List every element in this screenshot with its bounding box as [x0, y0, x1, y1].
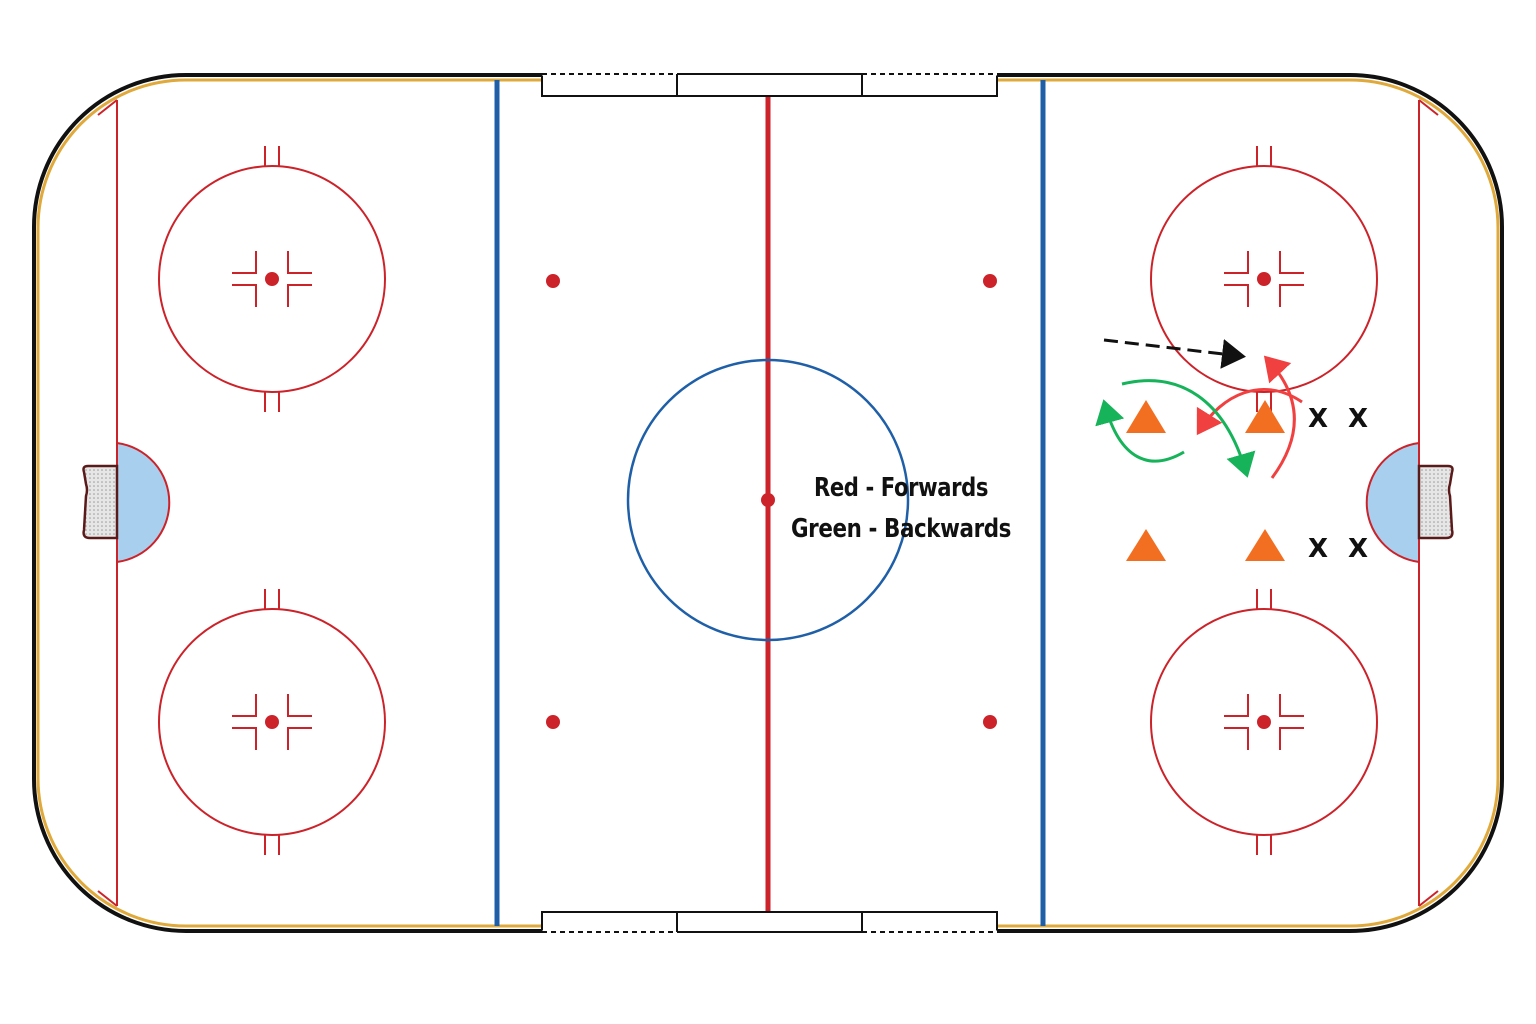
faceoff-circle-left-top [158, 146, 386, 412]
cone-1 [1126, 400, 1166, 433]
neutral-dot-top-left [546, 274, 560, 288]
legend-backwards: Green - Backwards [791, 514, 1011, 544]
faceoff-dot [1257, 715, 1271, 729]
faceoff-circle-right-top [1150, 146, 1378, 412]
cone-2 [1245, 400, 1285, 433]
center-ice-dot [761, 493, 775, 507]
legend-forwards: Red - Forwards [814, 473, 988, 503]
faceoff-dot [265, 715, 279, 729]
left-goal-line-corner-bottom [97, 890, 118, 907]
cone-3 [1126, 529, 1166, 561]
right-goal-net [1417, 464, 1454, 540]
player-marker: X [1348, 404, 1368, 434]
right-goal-crease [1365, 441, 1420, 564]
right-goal-line-corner-top [1418, 99, 1439, 116]
center-ice-circle [626, 358, 910, 642]
faceoff-circle-left-bottom [158, 589, 386, 855]
faceoff-circles [158, 146, 1378, 855]
faceoff-dot [265, 272, 279, 286]
neutral-dot-bottom-right [983, 715, 997, 729]
right-goal-line-corner-bottom [1418, 890, 1439, 907]
neutral-dot-top-right [983, 274, 997, 288]
bottom-benches [541, 911, 998, 934]
left-goal-line-corner-top [97, 99, 118, 116]
left-goal-net [82, 464, 119, 540]
forwards-path-red [1263, 355, 1296, 479]
faceoff-dot [1257, 272, 1271, 286]
backwards-path-green-2 [1095, 399, 1185, 463]
top-benches [541, 72, 998, 97]
player-marker: X [1308, 534, 1328, 564]
player-marker: X [1308, 404, 1328, 434]
player-marker: X [1348, 534, 1368, 564]
pass-arrow [1103, 338, 1246, 369]
faceoff-circle-right-bottom [1150, 589, 1378, 855]
backwards-path-green [1121, 379, 1256, 478]
left-goal-crease [116, 441, 171, 564]
forwards-path-red-2 [1196, 387, 1303, 436]
neutral-dot-bottom-left [546, 715, 560, 729]
cone-4 [1245, 529, 1285, 561]
